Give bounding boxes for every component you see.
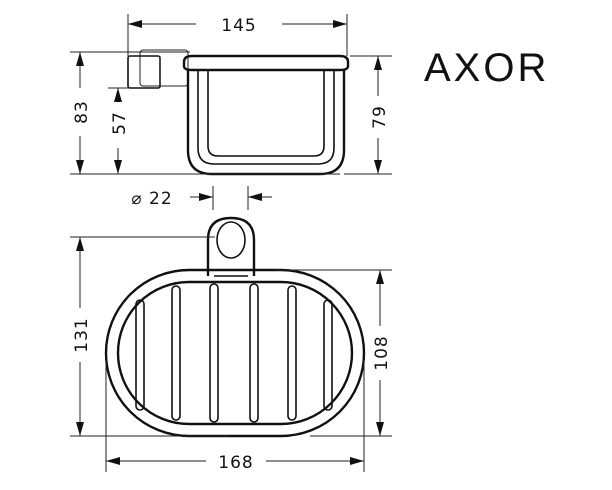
dim-label-height-57: 57 <box>110 111 130 135</box>
dim-label-diameter-22: ⌀ 22 <box>131 189 172 209</box>
dim-label-depth-131: 131 <box>72 317 92 352</box>
side-view: 145 83 57 79 ⌀ 22 <box>70 14 392 210</box>
basket-rim-top <box>104 268 366 438</box>
basket-wires <box>135 283 333 423</box>
dim-label-height-79: 79 <box>370 105 390 129</box>
dim-label-height-83: 83 <box>72 100 92 124</box>
round-mount-top <box>206 216 256 276</box>
brand-logo: AXOR <box>424 46 549 90</box>
basket-rim-side <box>182 54 350 72</box>
wall-mount <box>127 55 161 89</box>
top-view: 131 108 168 <box>70 216 392 473</box>
dim-label-width-145: 145 <box>221 16 256 36</box>
dim-label-width-168: 168 <box>218 453 253 473</box>
dim-label-depth-108: 108 <box>372 335 392 370</box>
basket-body-side <box>186 70 346 176</box>
